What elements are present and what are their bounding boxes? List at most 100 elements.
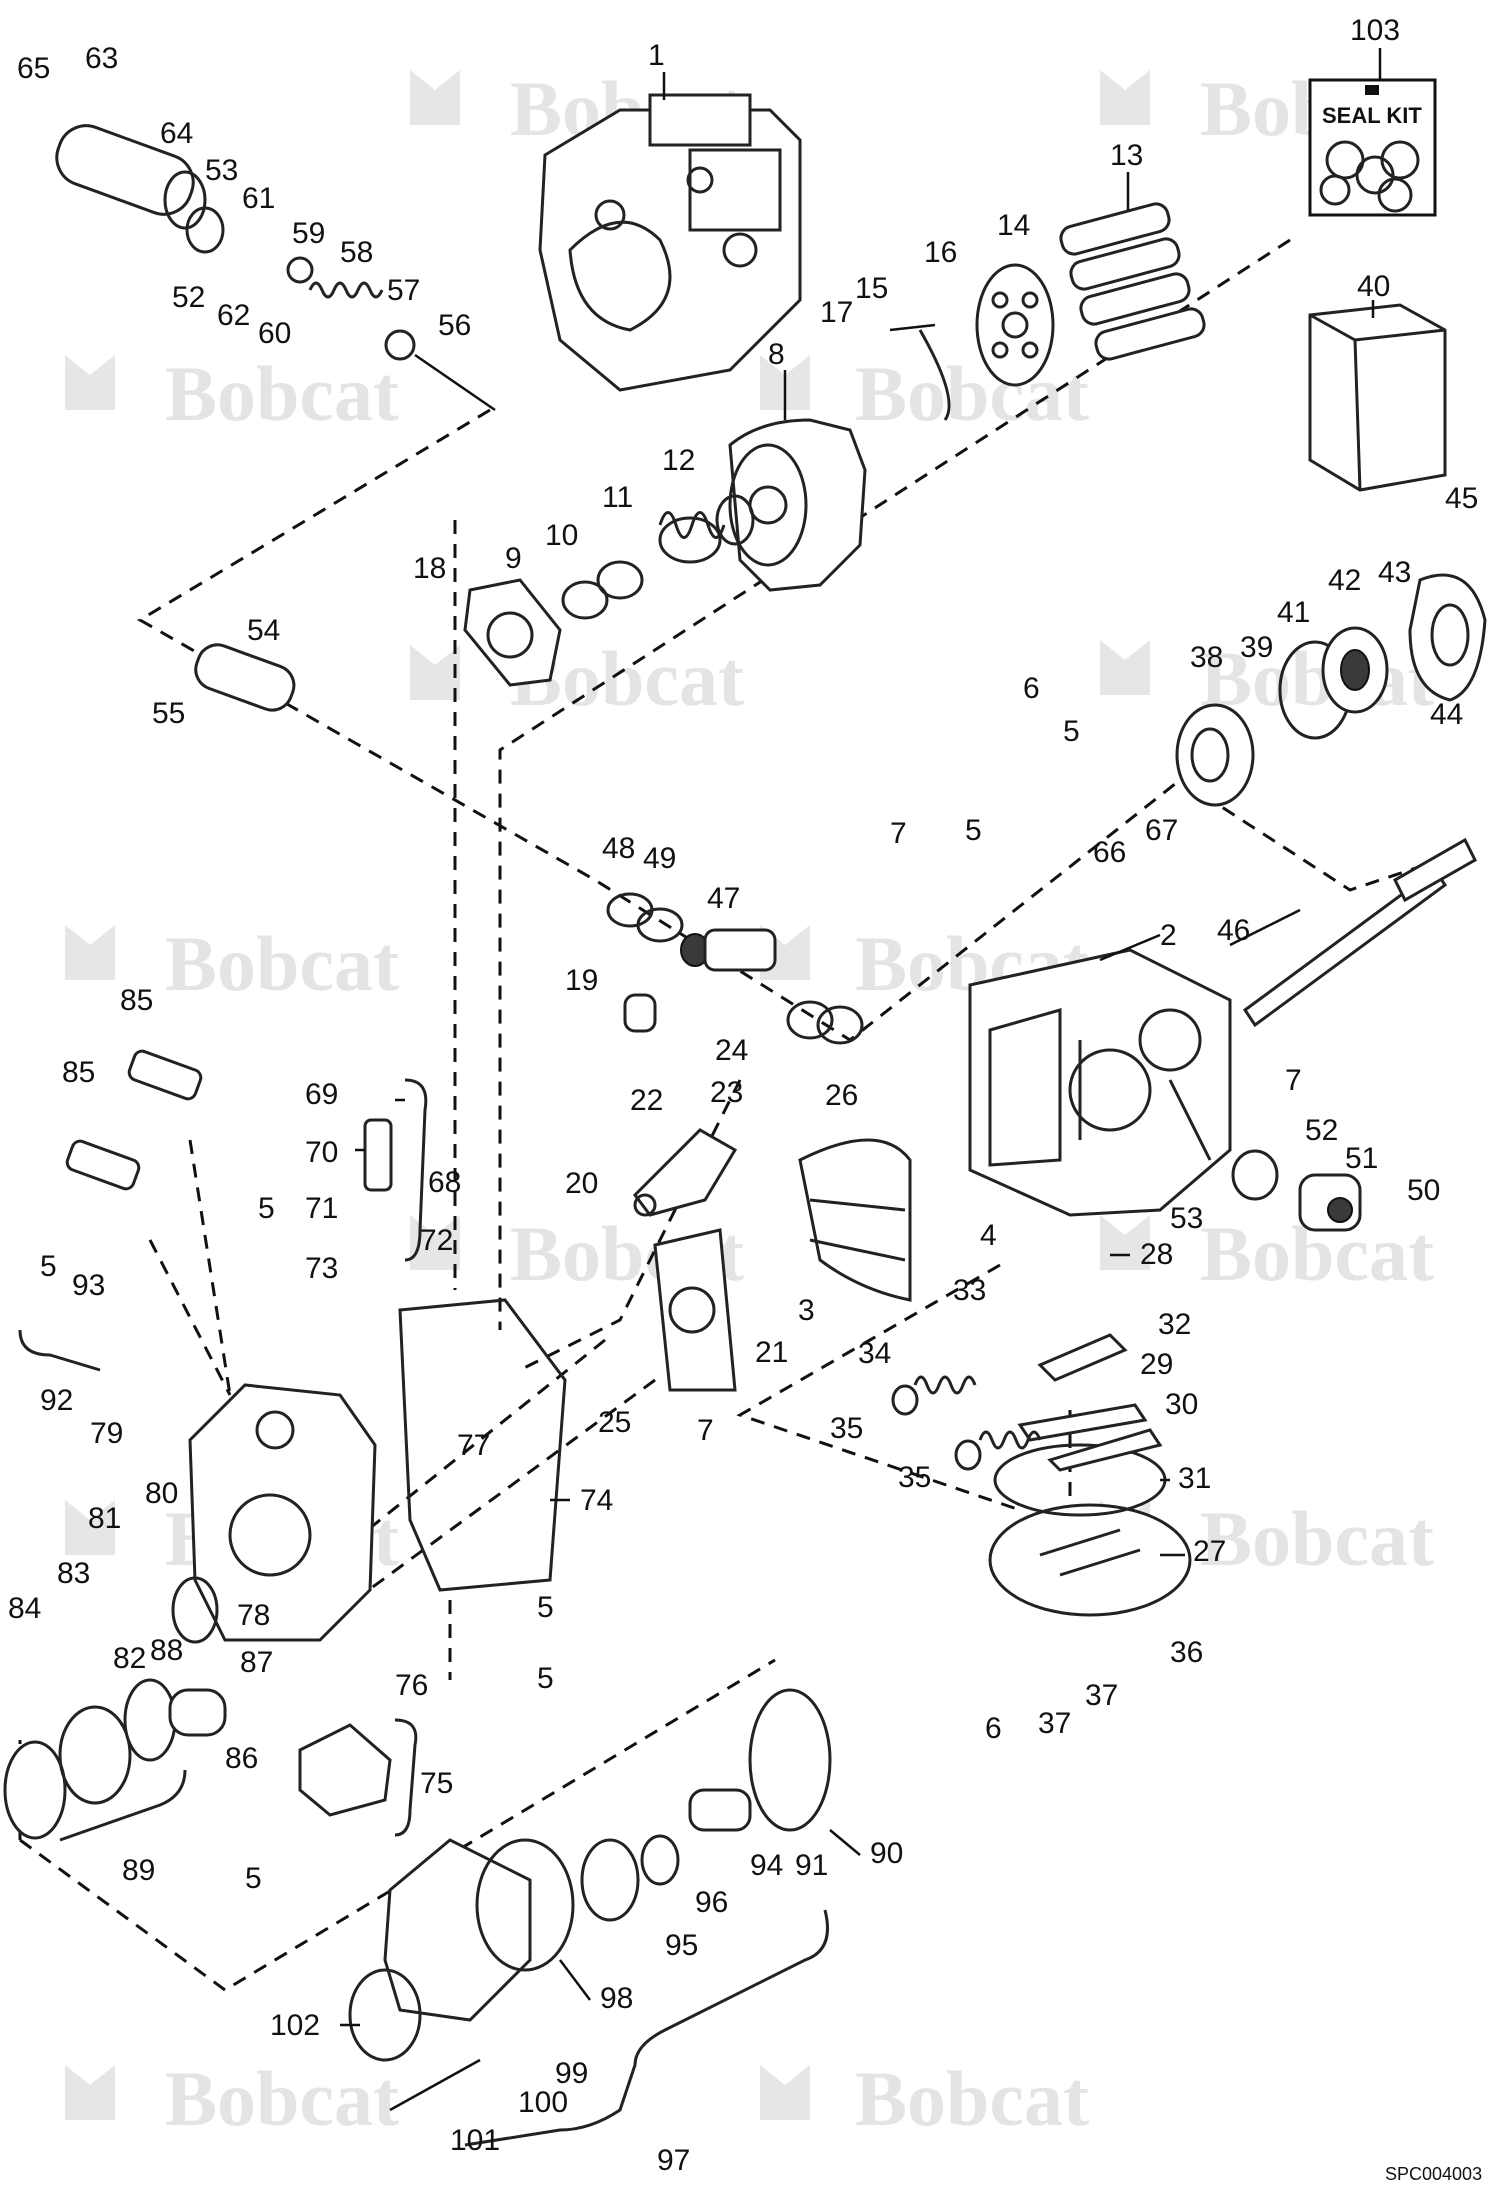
callout-10: 10 xyxy=(545,519,578,552)
callout-35: 35 xyxy=(898,1461,931,1494)
callout-73: 73 xyxy=(305,1252,338,1285)
o-ring-icon xyxy=(171,1576,219,1644)
valve-block-icon xyxy=(188,1383,377,1642)
callout-7: 7 xyxy=(890,817,907,850)
screw-icon xyxy=(889,323,936,332)
callout-72: 72 xyxy=(420,1224,453,1257)
callout-52: 52 xyxy=(172,281,205,314)
callout-60: 60 xyxy=(258,317,291,350)
spring-icon xyxy=(308,281,384,299)
rod-icon xyxy=(414,353,496,412)
shaft-seal-icon xyxy=(1321,626,1389,714)
callout-46: 46 xyxy=(1217,914,1250,947)
bushing-icon xyxy=(623,993,657,1033)
o-ring-icon xyxy=(786,1000,834,1040)
callout-76: 76 xyxy=(395,1669,428,1702)
watermark-text: Bobcat xyxy=(165,2055,399,2142)
cartridge-valve-icon xyxy=(127,1049,203,1101)
o-ring-icon xyxy=(348,1968,422,2062)
callout-70: 70 xyxy=(305,1136,338,1169)
callout-18: 18 xyxy=(413,552,446,585)
plate-icon xyxy=(1037,1333,1128,1382)
callout-62: 62 xyxy=(217,299,250,332)
callout-41: 41 xyxy=(1277,596,1310,629)
callout-63: 63 xyxy=(85,42,118,75)
spring-icon xyxy=(978,1430,1042,1450)
guide-icon xyxy=(918,329,951,421)
seal-kit-icon: SEAL KIT xyxy=(1308,78,1437,217)
watermark-text: Bobcat xyxy=(855,350,1089,437)
callout-19: 19 xyxy=(565,964,598,997)
callout-5: 5 xyxy=(1063,715,1080,748)
callout-85: 85 xyxy=(62,1056,95,1089)
callout-30: 30 xyxy=(1165,1388,1198,1421)
callout-7: 7 xyxy=(1285,1064,1302,1097)
valve-spool-icon xyxy=(680,928,777,972)
callout-65: 65 xyxy=(17,52,50,85)
o-ring-icon xyxy=(475,1838,575,1972)
callout-16: 16 xyxy=(924,236,957,269)
callout-labels: 1 2 3 4 5 5 5 5 5 5 5 6 6 7 7 7 8 9 10 1… xyxy=(8,14,1478,2177)
callout-11: 11 xyxy=(602,481,633,514)
callout-57: 57 xyxy=(387,274,420,307)
retainer-plate-icon xyxy=(975,263,1055,387)
cradle-bearing-icon xyxy=(798,1138,912,1302)
callout-68: 68 xyxy=(428,1166,461,1199)
callout-44: 44 xyxy=(1430,698,1463,731)
callout-36: 36 xyxy=(1170,1636,1203,1669)
callout-3: 3 xyxy=(798,1294,815,1327)
callout-74: 74 xyxy=(580,1484,613,1517)
o-ring-icon xyxy=(816,1005,864,1045)
callout-5: 5 xyxy=(537,1662,554,1695)
cover-plate-icon xyxy=(1408,573,1487,702)
callout-75: 75 xyxy=(420,1767,453,1800)
callout-31: 31 xyxy=(1178,1462,1211,1495)
callout-66: 66 xyxy=(1093,836,1126,869)
callout-33: 33 xyxy=(953,1274,986,1307)
callout-71: 71 xyxy=(305,1192,338,1225)
end-plate-icon xyxy=(653,1228,737,1392)
solenoid-icon xyxy=(1298,1173,1362,1232)
callout-92: 92 xyxy=(40,1384,73,1417)
callout-77: 77 xyxy=(457,1429,490,1462)
callout-35: 35 xyxy=(830,1412,863,1445)
callout-90: 90 xyxy=(870,1837,903,1870)
pump-housing-icon xyxy=(968,948,1232,1217)
callout-100: 100 xyxy=(518,2086,568,2119)
callout-95: 95 xyxy=(665,1929,698,1962)
watermark-logo-icon: Bobcat xyxy=(1100,635,1434,722)
watermark-logo-icon: Bobcat xyxy=(65,350,399,437)
callout-53: 53 xyxy=(1170,1202,1203,1235)
callout-24: 24 xyxy=(715,1034,748,1067)
callout-56: 56 xyxy=(438,309,471,342)
callout-14: 14 xyxy=(997,209,1030,242)
washer-icon xyxy=(384,329,416,361)
callout-8: 8 xyxy=(768,338,785,371)
bracket-icon xyxy=(59,1769,187,1842)
callout-94: 94 xyxy=(750,1849,783,1882)
o-ring-icon xyxy=(1231,1149,1279,1201)
cover-icon xyxy=(988,1503,1192,1617)
watermark-logo-icon: Bobcat xyxy=(65,2055,399,2142)
callout-9: 9 xyxy=(505,542,522,575)
callout-59: 59 xyxy=(292,217,325,250)
watermark-text: Bobcat xyxy=(855,2055,1089,2142)
relief-valve-icon xyxy=(363,1118,393,1192)
callout-21: 21 xyxy=(755,1336,788,1369)
assembly-lines xyxy=(18,238,1471,1992)
cover-plate-icon xyxy=(298,1723,392,1817)
callout-85: 85 xyxy=(120,984,153,1017)
callout-17: 17 xyxy=(820,296,853,329)
bracket-icon xyxy=(394,1718,418,1837)
callout-67: 67 xyxy=(1145,814,1178,847)
watermark-text: Bobcat xyxy=(1200,635,1434,722)
callout-69: 69 xyxy=(305,1078,338,1111)
callout-87: 87 xyxy=(240,1646,273,1679)
o-ring-icon xyxy=(640,1834,680,1886)
watermark-logo-icon: Bobcat xyxy=(760,2055,1089,2142)
gasket-icon xyxy=(748,1688,832,1832)
callout-5: 5 xyxy=(965,814,982,847)
spring-icon xyxy=(658,511,726,564)
callout-82: 82 xyxy=(113,1642,146,1675)
watermark-text: Bobcat xyxy=(165,350,399,437)
